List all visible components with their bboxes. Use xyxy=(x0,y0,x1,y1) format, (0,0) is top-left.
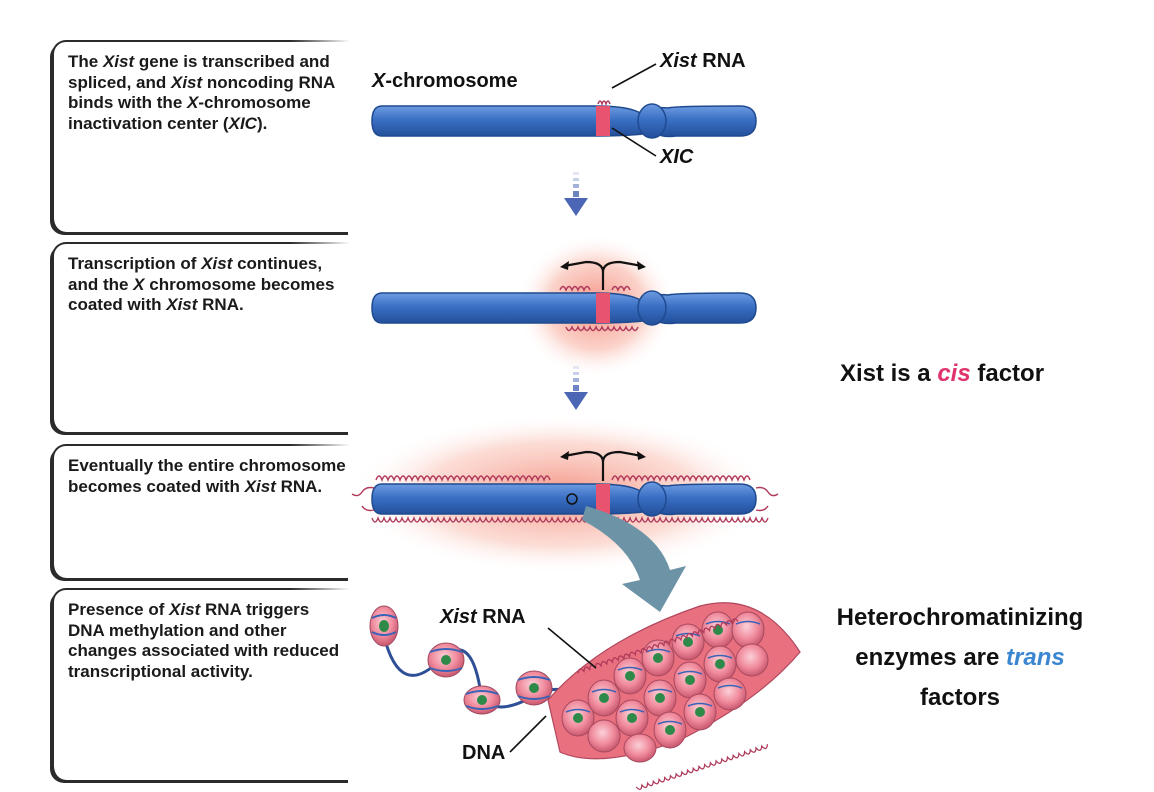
step-text-segment: XIC xyxy=(228,113,257,133)
step-panel-2: Transcription of Xist continues, and the… xyxy=(52,242,350,432)
label-xic: XIC xyxy=(660,146,693,169)
leader-xist-rna-bottom xyxy=(547,627,597,669)
spread-arrows-3 xyxy=(563,450,643,481)
trans-note-before: enzymes are xyxy=(855,644,1007,671)
xist-rna-coat-3-top xyxy=(375,475,751,482)
cis-word: cis xyxy=(937,360,971,387)
free-nucleosome-2 xyxy=(427,642,465,678)
step-text-segment: gene is transcribed and spliced, and xyxy=(68,52,330,92)
step-text-segment: RNA. xyxy=(197,295,244,314)
step-text-4: Presence of Xist RNA triggers DNA methyl… xyxy=(68,600,348,682)
label-rna-rest: RNA xyxy=(696,50,746,72)
rna-end-left xyxy=(351,486,375,512)
free-nucleosome-4 xyxy=(515,670,553,706)
cis-note-before: Xist is a xyxy=(839,360,938,387)
step-text-segment: chromosome becomes coated with xyxy=(68,274,335,315)
leader-xist-rna-top xyxy=(611,63,657,89)
step-panel-3: Eventually the entire chromosome becomes… xyxy=(52,444,350,578)
step-arrow-2 xyxy=(564,366,588,410)
step-text-segment: Xist xyxy=(170,72,203,92)
free-nucleosome-3 xyxy=(463,685,501,715)
zoom-arrow xyxy=(582,506,686,612)
step-text-segment: Xist xyxy=(166,295,198,314)
step-text-segment: X xyxy=(133,274,145,294)
xic-band-2 xyxy=(596,293,610,323)
step-text-segment: X xyxy=(187,93,199,112)
chromosome-1 xyxy=(371,100,757,139)
spread-arrows-2 xyxy=(563,260,643,290)
trans-word: trans xyxy=(1006,644,1065,671)
leader-dna xyxy=(509,715,547,753)
chromosome-3 xyxy=(351,450,779,523)
step-text-segment: RNA triggers DNA methylation and other c… xyxy=(68,600,340,681)
zoom-circle xyxy=(566,493,578,505)
step-panel-4: Presence of Xist RNA triggers DNA methyl… xyxy=(52,588,350,780)
step-arrow-1 xyxy=(564,172,588,216)
trans-note-line2: enzymes are trans xyxy=(794,638,1126,678)
step-text-3: Eventually the entire chromosome becomes… xyxy=(68,456,348,497)
step-text-segment: RNA. xyxy=(275,476,323,496)
step-text-segment: -chromosome inactivation center ( xyxy=(68,93,311,133)
step-text-segment: Xist xyxy=(201,254,233,273)
xist-rna-coat-fiber xyxy=(577,618,769,790)
label-xic-text: XIC xyxy=(660,146,694,168)
cis-factor-note: Xist is a cis factor xyxy=(812,360,1072,388)
xist-rna-coat-2-bottom xyxy=(565,325,639,332)
step-text-1: The Xist gene is transcribed and spliced… xyxy=(68,52,348,134)
trans-note-line1: Heterochromatinizing xyxy=(836,604,1084,631)
xic-band-1 xyxy=(596,106,610,136)
leader-xic xyxy=(611,127,657,157)
rna-end-right xyxy=(755,486,779,512)
label-xist-italic: Xist xyxy=(660,50,697,72)
compacted-fiber xyxy=(547,602,801,790)
step-text-segment: Xist xyxy=(169,600,201,619)
label-xist-italic-bottom: Xist xyxy=(440,606,477,628)
step-text-segment: Xist xyxy=(244,476,276,496)
step-text-2: Transcription of Xist continues, and the… xyxy=(68,254,348,316)
chromosome-2 xyxy=(371,260,757,332)
heterochromatin xyxy=(369,602,801,790)
label-x-chromosome: X-chromosome xyxy=(372,70,518,93)
label-x-rest: -chromosome xyxy=(385,70,518,92)
label-xist-rna-bottom: Xist RNA xyxy=(440,606,526,629)
trans-factor-note: Heterochromatinizing enzymes are trans f… xyxy=(794,598,1126,718)
label-x-italic: X xyxy=(372,70,386,92)
cis-note-after: factor xyxy=(970,360,1045,387)
label-rna-rest-bottom: RNA xyxy=(476,606,526,628)
xic-band-3 xyxy=(596,484,610,514)
xist-rna-coat-3-bottom xyxy=(371,516,769,523)
step-text-segment: Transcription of xyxy=(68,254,202,273)
xist-rna-squiggle-1 xyxy=(597,100,611,107)
step-text-segment: Eventually the entire chromosome becomes… xyxy=(68,456,346,496)
step-text-segment: noncoding RNA binds with the xyxy=(68,72,335,113)
step-text-segment: The xyxy=(68,52,103,71)
step-panel-1: The Xist gene is transcribed and spliced… xyxy=(52,40,350,232)
label-dna: DNA xyxy=(462,742,506,764)
step-text-segment: Xist xyxy=(102,52,135,71)
label-xist-rna-top: Xist RNA xyxy=(660,50,746,73)
trans-note-line3: factors xyxy=(919,684,1001,711)
free-nucleosome-1 xyxy=(369,605,399,647)
step-text-segment: Presence of xyxy=(68,600,170,619)
xist-rna-coat-2-top xyxy=(559,285,631,292)
step-text-segment: ). xyxy=(256,113,268,133)
step-text-segment: continues, and the xyxy=(68,254,323,294)
